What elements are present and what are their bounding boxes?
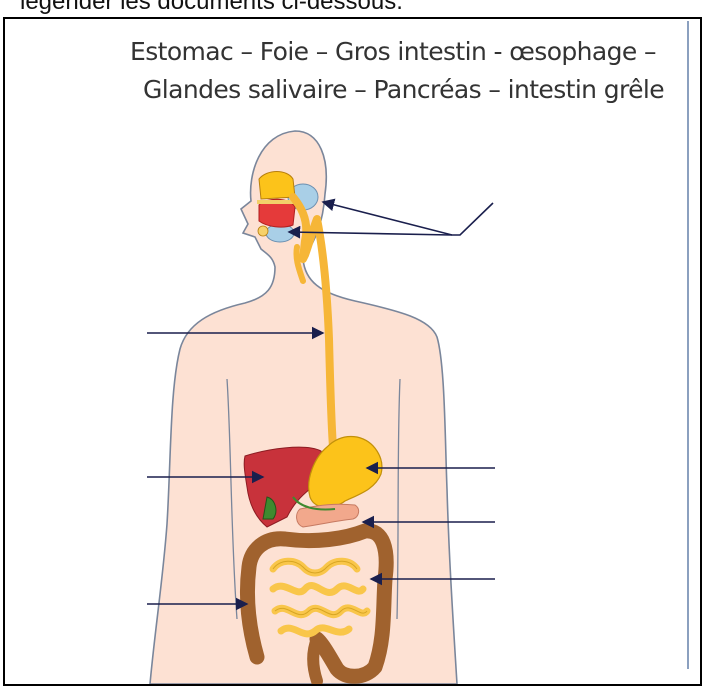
tongue-tip <box>258 226 268 236</box>
arrow-salivary-glands <box>323 202 493 235</box>
instruction-text: légender les documents ci-dessous. <box>20 0 403 16</box>
digestive-system-diagram <box>5 19 700 684</box>
diagram-frame: Estomac – Foie – Gros intestin - œsophag… <box>3 17 702 686</box>
nasal-cavity <box>259 172 295 200</box>
rectum <box>313 639 317 681</box>
